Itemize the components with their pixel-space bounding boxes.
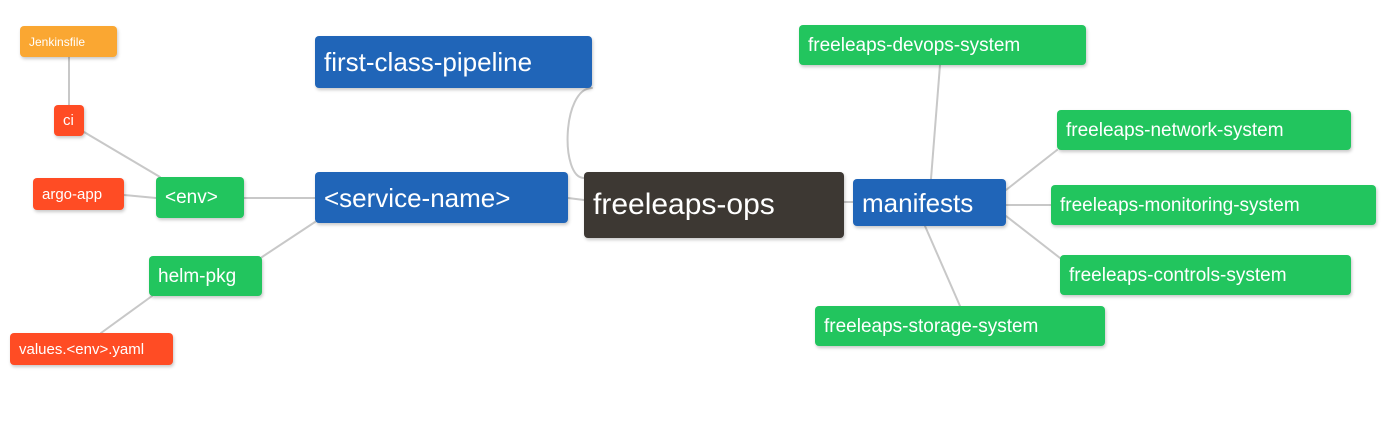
node-label-env: <env> [165, 187, 218, 208]
edge-manifests-to-devops-system [930, 64, 941, 180]
node-label-network-system: freeleaps-network-system [1066, 119, 1284, 141]
edge-helm-pkg-to-values-yaml [100, 295, 153, 334]
node-manifests[interactable]: manifests [853, 179, 1006, 226]
node-argo-app[interactable]: argo-app [33, 178, 124, 210]
node-label-first-class-pipeline: first-class-pipeline [324, 47, 533, 77]
edge-service-name-to-helm-pkg [261, 221, 316, 258]
node-label-jenkinsfile: Jenkinsfile [29, 34, 86, 49]
node-label-root: freeleaps-ops [593, 188, 775, 221]
node-label-monitoring-system: freeleaps-monitoring-system [1060, 194, 1300, 216]
node-root[interactable]: freeleaps-ops [584, 172, 844, 238]
node-devops-system[interactable]: freeleaps-devops-system [799, 25, 1086, 65]
node-label-helm-pkg: helm-pkg [158, 265, 237, 287]
node-helm-pkg[interactable]: helm-pkg [149, 256, 262, 296]
node-label-manifests: manifests [862, 187, 974, 218]
node-first-class-pipeline[interactable]: first-class-pipeline [315, 36, 592, 88]
node-label-argo-app: argo-app [42, 185, 103, 203]
edge-env-to-ci [83, 131, 161, 178]
node-service-name[interactable]: <service-name> [315, 172, 568, 223]
edge-manifests-to-storage-system [924, 225, 961, 307]
node-values-yaml[interactable]: values.<env>.yaml [10, 333, 173, 365]
node-controls-system[interactable]: freeleaps-controls-system [1060, 255, 1351, 295]
node-jenkinsfile[interactable]: Jenkinsfile [20, 26, 117, 57]
node-monitoring-system[interactable]: freeleaps-monitoring-system [1051, 185, 1376, 225]
node-label-devops-system: freeleaps-devops-system [808, 34, 1021, 56]
node-label-service-name: <service-name> [324, 182, 511, 213]
edge-root-to-service-name [567, 197, 585, 201]
node-label-controls-system: freeleaps-controls-system [1069, 264, 1287, 286]
node-network-system[interactable]: freeleaps-network-system [1057, 110, 1351, 150]
edge-root-to-first-class-pipeline [566, 87, 593, 179]
node-ci[interactable]: ci [54, 105, 84, 136]
node-env[interactable]: <env> [156, 177, 244, 218]
node-label-ci: ci [63, 112, 74, 129]
edge-manifests-to-network-system [1005, 149, 1058, 191]
node-label-values-yaml: values.<env>.yaml [19, 340, 145, 358]
node-label-storage-system: freeleaps-storage-system [824, 315, 1039, 337]
node-storage-system[interactable]: freeleaps-storage-system [815, 306, 1105, 346]
edge-env-to-argo-app [123, 194, 157, 199]
